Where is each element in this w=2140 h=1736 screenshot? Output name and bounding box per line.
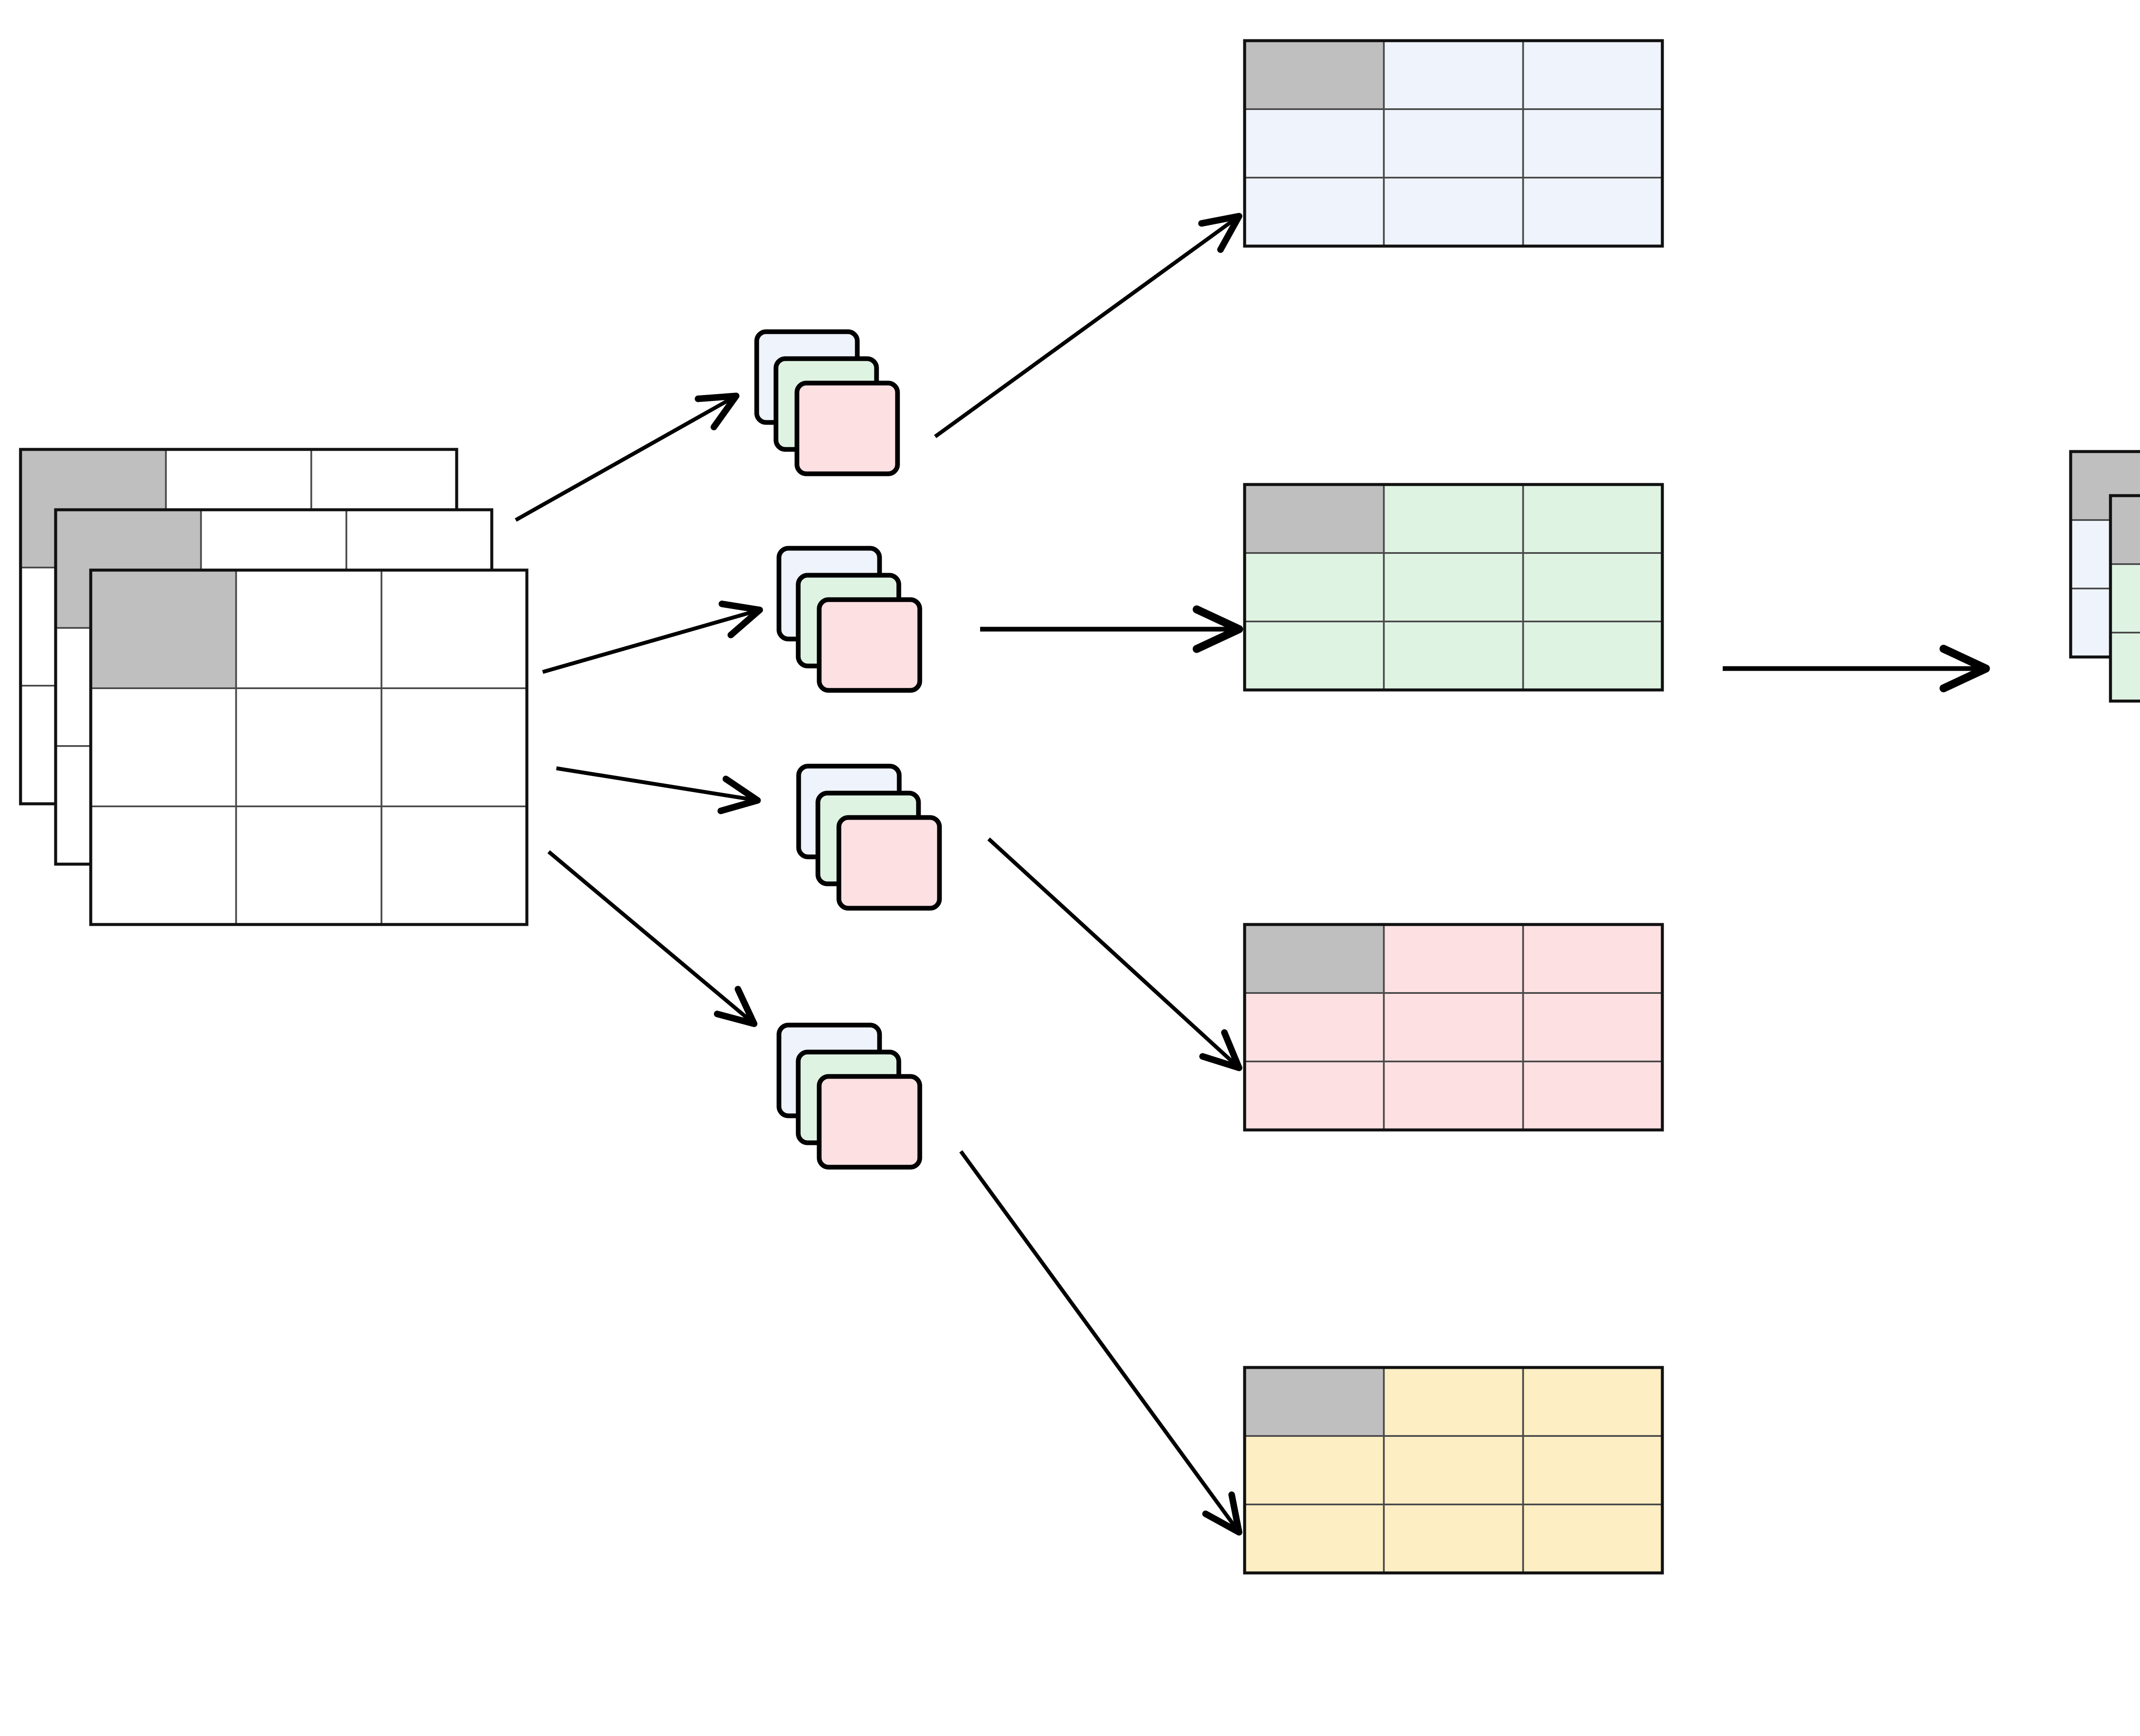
output-volume-channel-green-outline [2109,494,2140,703]
output-map-blue-cell-r0c0 [1244,40,1385,110]
output-map-yellow-cell-r0c0 [1244,1367,1385,1437]
input-channel-3-cell-r2c2 [380,806,528,925]
output-map-blue-cell-r1c0 [1244,108,1385,178]
arrow-kernel-3-to-output-pink [987,837,1242,1071]
output-map-yellow-cell-r1c1 [1383,1435,1524,1505]
output-map-pink-cell-r1c1 [1383,992,1524,1062]
output-map-yellow-cell-r2c0 [1244,1504,1385,1574]
kernel-1-channel-pink [794,380,900,476]
output-volume-channel-green-cell-r2c0 [2110,632,2140,702]
input-feature-map-stack [19,448,529,926]
output-map-pink-cell-r1c0 [1244,992,1385,1062]
input-channel-3-cell-r2c0 [90,806,237,925]
arrow-input-to-kernel-2 [542,600,763,674]
output-map-yellow-outline [1243,1366,1664,1575]
output-map-pink-cell-r2c0 [1244,1061,1385,1131]
output-map-blue-cell-r2c0 [1244,177,1385,247]
output-map-blue [1243,39,1664,248]
output-map-yellow-cell-r2c1 [1383,1504,1524,1574]
output-map-green-cell-r0c1 [1383,484,1524,554]
output-volume-channel-green-cell-r0c0 [2110,495,2140,565]
output-map-pink-cell-r0c2 [1522,924,1664,994]
arrow-input-to-kernel-4 [547,850,758,1027]
kernel-4-channel-pink [817,1074,922,1170]
output-map-green-cell-r1c1 [1383,552,1524,622]
kernel-stack-group [754,329,942,1170]
kernel-stack-2 [776,546,922,693]
input-channel-3-cell-r0c1 [235,569,383,689]
output-map-yellow-cell-r1c0 [1244,1435,1385,1505]
output-map-blue-cell-r0c2 [1522,40,1664,110]
output-volume-channel-green [2109,494,2140,703]
output-map-green-outline [1243,483,1664,692]
output-map-green-cell-r1c2 [1522,552,1664,622]
output-map-blue-cell-r1c2 [1522,108,1664,178]
arrow-input-to-kernel-1 [514,392,740,522]
input-channel-3-cell-r1c1 [235,687,383,807]
output-map-blue-cell-r0c1 [1383,40,1524,110]
output-map-pink-cell-r2c1 [1383,1061,1524,1131]
output-map-green [1243,483,1664,692]
kernel-3-channel-pink [836,815,942,911]
output-map-yellow-cell-r0c2 [1522,1367,1664,1437]
output-map-pink-outline [1243,923,1664,1132]
kernel-stack-1 [754,329,900,476]
kernel-2-channel-pink [817,597,922,693]
input-channel-3-cell-r2c1 [235,806,383,925]
input-channel-3-cell-r1c2 [380,687,528,807]
arrow-kernel-1-to-output-blue [934,213,1242,438]
input-channel-3-cell-r0c0 [90,569,237,689]
output-feature-map-group [1243,39,1664,1575]
input-channel-3-outline [89,568,529,926]
arrow-input-to-kernel-3 [556,766,761,814]
output-map-pink-cell-r2c2 [1522,1061,1664,1131]
output-map-blue-cell-r1c1 [1383,108,1524,178]
output-map-pink-cell-r0c0 [1244,924,1385,994]
input-channel-3-cell-r0c2 [380,569,528,689]
stacked-output-volume [2069,450,2140,703]
output-map-blue-cell-r2c2 [1522,177,1664,247]
output-map-green-cell-r1c0 [1244,552,1385,622]
arrow-kernel-4-to-output-yellow [959,1150,1242,1536]
output-map-yellow-cell-r1c2 [1522,1435,1664,1505]
output-map-green-cell-r2c2 [1522,621,1664,691]
output-volume-channel-green-cell-r1c0 [2110,563,2140,633]
output-map-pink-cell-r1c2 [1522,992,1664,1062]
output-map-yellow-cell-r0c1 [1383,1367,1524,1437]
output-map-blue-outline [1243,39,1664,248]
output-map-green-cell-r2c0 [1244,621,1385,691]
arrow-group [514,213,1990,1536]
output-map-green-cell-r0c2 [1522,484,1664,554]
output-volume-channel-blue-outline [2069,450,2140,659]
output-map-blue-cell-r2c1 [1383,177,1524,247]
output-map-yellow [1243,1366,1664,1575]
kernel-stack-3 [796,764,942,911]
input-channel-3-cell-r1c0 [90,687,237,807]
output-map-pink [1243,923,1664,1132]
output-map-green-cell-r2c1 [1383,621,1524,691]
output-map-green-cell-r0c0 [1244,484,1385,554]
output-map-pink-cell-r0c1 [1383,924,1524,994]
kernel-stack-4 [776,1023,922,1170]
output-map-yellow-cell-r2c2 [1522,1504,1664,1574]
input-channel-3 [89,568,529,926]
